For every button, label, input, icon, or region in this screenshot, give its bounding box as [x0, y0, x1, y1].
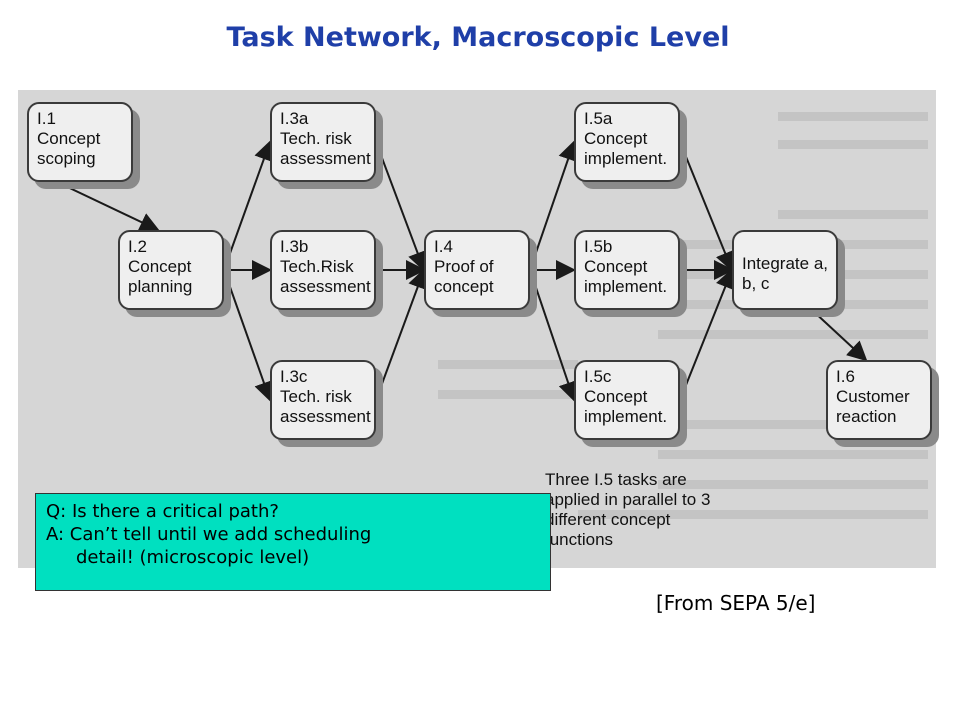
dependency-arrow [811, 309, 868, 362]
task-node-id: I.4 [434, 237, 453, 256]
dependency-arrow [679, 268, 735, 401]
task-node-label: Tech. risk assessment [280, 387, 371, 426]
scanned-figure-background [18, 90, 936, 568]
task-node-label: Concept implement. [584, 387, 668, 426]
task-node-id: I.3b [280, 237, 309, 256]
task-node-label: Proof of concept [434, 257, 494, 296]
task-node: Integrate a, b, c [732, 230, 838, 310]
dependency-arrow [529, 269, 578, 402]
task-node-id: I.3c [280, 367, 308, 386]
dependency-arrow [679, 141, 735, 272]
task-node-label: Concept implement. [584, 257, 668, 296]
parallel-tasks-note: Three I.5 tasks are applied in parallel … [545, 470, 711, 549]
task-node-label: Concept implement. [584, 129, 668, 168]
page-title: Task Network, Macroscopic Level [226, 22, 730, 53]
critical-path-callout: Q: Is there a critical path? A: Can’t te… [35, 493, 551, 591]
dependency-arrow [223, 269, 274, 402]
answer-text-continued: detail! (microscopic level) [76, 547, 310, 568]
dependency-arrow [375, 141, 428, 272]
dependency-arrow [56, 181, 160, 232]
dependency-arrow [223, 140, 274, 271]
task-node-label: Concept planning [128, 257, 193, 296]
task-node-id: I.5b [584, 237, 613, 256]
task-node-id: I.3a [280, 109, 309, 128]
task-node-id: I.5c [584, 367, 612, 386]
dependency-arrow [375, 268, 428, 401]
dependency-arrow [529, 140, 578, 271]
task-node-label: Tech.Risk assessment [280, 257, 371, 296]
task-node-id: I.6 [836, 367, 855, 386]
task-node-id: I.5a [584, 109, 613, 128]
source-citation: [From SEPA 5/e] [656, 591, 816, 615]
answer-text: A: Can’t tell until we add scheduling [46, 524, 372, 545]
task-node-label: Customer reaction [836, 387, 910, 426]
task-node-id: I.1 [37, 109, 56, 128]
task-node-id: I.2 [128, 237, 147, 256]
task-node-label: Concept scoping [37, 129, 101, 168]
task-node-label: Integrate a, b, c [742, 254, 829, 293]
task-node-label: Tech. risk assessment [280, 129, 371, 168]
question-text: Q: Is there a critical path? [46, 501, 279, 522]
